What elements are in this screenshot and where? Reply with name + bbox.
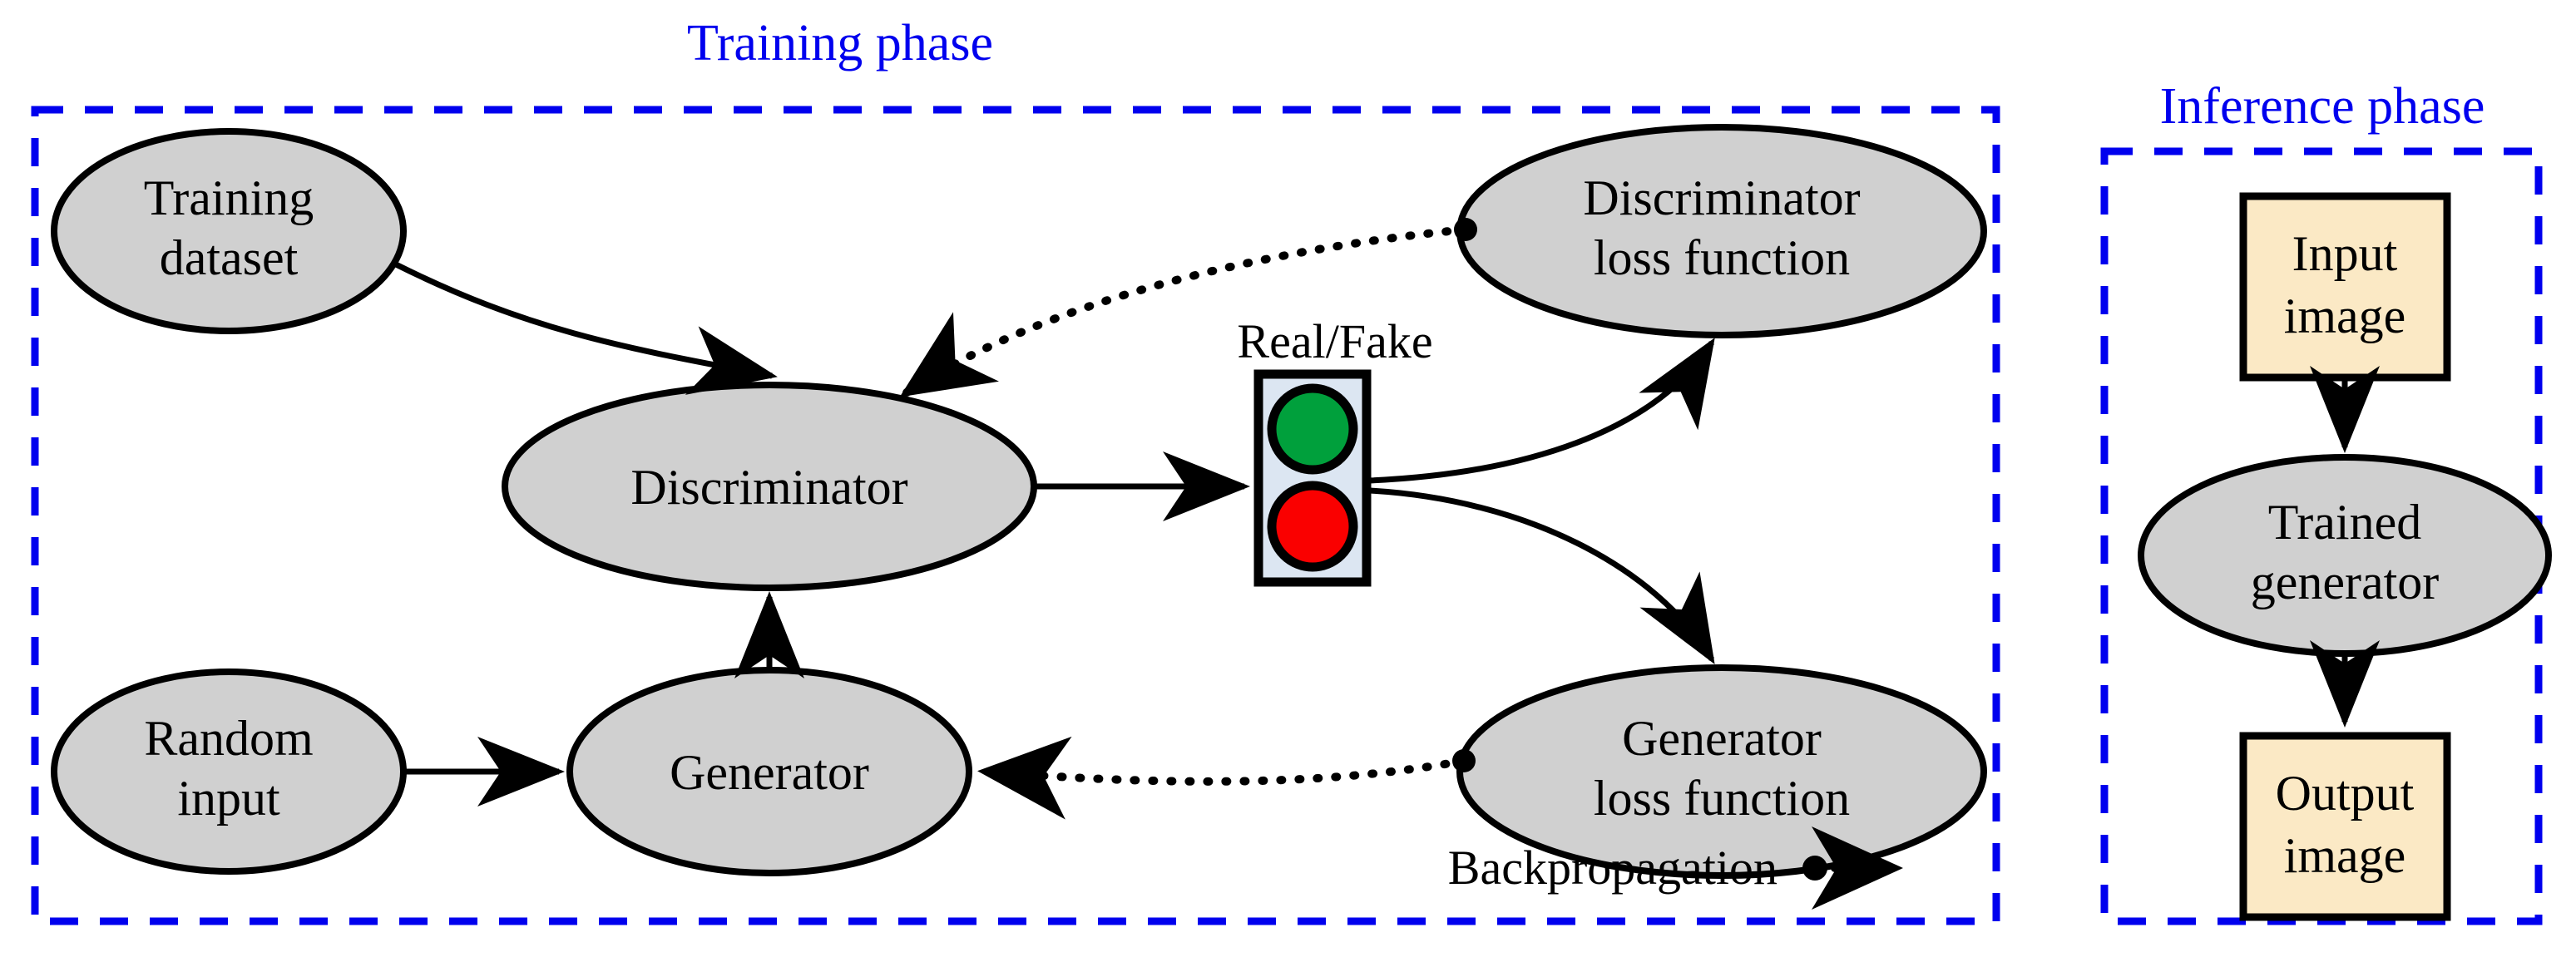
output-image-label-line1: Output xyxy=(2276,766,2415,821)
output-image-box xyxy=(2239,732,2451,921)
random-input-label-line2: input xyxy=(177,771,280,826)
edge-discriminator-loss-to-discriminator-backprop xyxy=(899,225,1470,397)
node-training-dataset[interactable]: Training dataset xyxy=(51,128,407,334)
traffic-light-widget[interactable] xyxy=(1253,369,1372,587)
node-output-image[interactable]: Output image xyxy=(2239,732,2451,921)
inference-phase-title: Inference phase xyxy=(2160,78,2485,135)
node-input-image[interactable]: Input image xyxy=(2239,192,2451,382)
generator-label: Generator xyxy=(670,745,869,800)
node-generator[interactable]: Generator xyxy=(566,667,972,876)
edge-traffic-light-to-discriminator-loss xyxy=(1368,338,1715,484)
node-random-input[interactable]: Random input xyxy=(51,668,407,875)
input-image-label-line1: Input xyxy=(2292,226,2398,281)
input-image-label-line2: image xyxy=(2284,289,2406,343)
discriminator-loss-label-line2: loss function xyxy=(1594,230,1850,285)
random-input-ellipse xyxy=(51,668,407,875)
edge-traffic-light-to-generator-loss xyxy=(1368,487,1715,664)
node-generator-loss-function[interactable]: Generator loss function xyxy=(1456,664,1987,879)
node-discriminator-loss-function[interactable]: Discriminator loss function xyxy=(1456,124,1987,338)
trained-generator-label-line2: generator xyxy=(2251,555,2440,609)
training-dataset-label-line2: dataset xyxy=(160,230,299,285)
trained-generator-label-line1: Trained xyxy=(2268,495,2421,550)
generator-loss-label-line1: Generator xyxy=(1622,711,1822,766)
edge-generator-loss-to-generator-backprop xyxy=(977,736,1468,820)
green-light-icon xyxy=(1267,383,1358,475)
training-dataset-ellipse xyxy=(51,128,407,334)
backpropagation-legend-label: Backpropagation xyxy=(1448,841,1777,895)
training-dataset-label-line1: Training xyxy=(144,170,314,225)
edge-training-dataset-to-discriminator xyxy=(394,261,778,395)
output-image-label-line2: image xyxy=(2284,828,2406,883)
node-trained-generator[interactable]: Trained generator xyxy=(2138,454,2552,657)
input-image-box xyxy=(2239,192,2451,382)
random-input-label-line1: Random xyxy=(144,711,313,766)
discriminator-label: Discriminator xyxy=(630,460,907,515)
red-light-icon xyxy=(1267,481,1358,572)
backpropagation-legend: Backpropagation xyxy=(1448,826,1903,910)
training-phase-frame xyxy=(31,106,2000,925)
real-fake-caption: Real/Fake xyxy=(1237,314,1432,368)
generator-loss-label-line2: loss function xyxy=(1594,771,1850,826)
node-discriminator[interactable]: Discriminator xyxy=(502,382,1037,591)
training-phase-title: Training phase xyxy=(687,15,993,72)
discriminator-loss-label-line1: Discriminator xyxy=(1583,170,1860,225)
